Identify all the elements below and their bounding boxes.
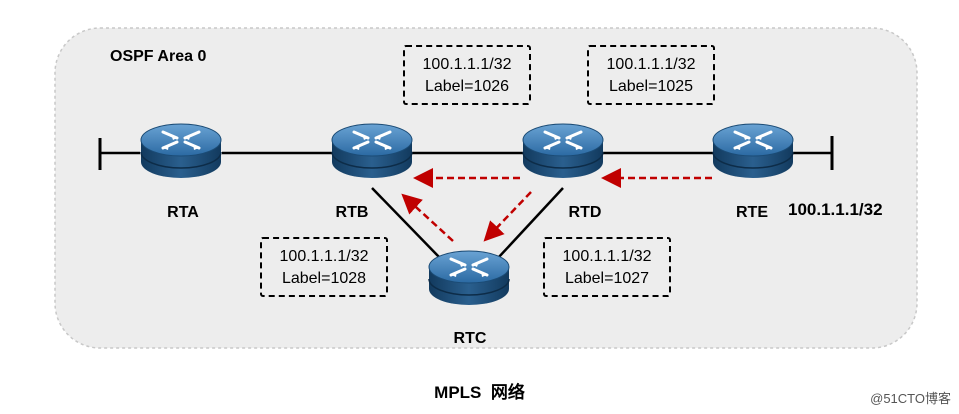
- router-icon-rtc: [427, 249, 511, 307]
- label-box-prefix: 100.1.1.1/32: [279, 248, 369, 265]
- area-title: OSPF Area 0: [110, 48, 207, 65]
- destination-prefix: 100.1.1.1/32: [788, 200, 883, 219]
- label-box-label: Label=1027: [564, 270, 650, 287]
- label-box-label: Label=1028: [281, 270, 367, 287]
- router-label-rtc: RTC: [453, 330, 487, 347]
- label-box-rtc: 100.1.1.1/32 Label=1027: [543, 237, 671, 297]
- router-label-rte: RTE: [736, 204, 768, 221]
- link-rtd-rtc: [497, 187, 564, 259]
- router-icon-rtb: [330, 122, 414, 180]
- label-box-label: Label=1025: [608, 78, 694, 95]
- router-label-rtb: RTB: [335, 204, 369, 221]
- label-box-prefix: 100.1.1.1/32: [422, 56, 512, 73]
- label-box-rtb: 100.1.1.1/32 Label=1026: [403, 45, 531, 105]
- router-icon-rta: [139, 122, 223, 180]
- router-label-rta: RTA: [167, 204, 199, 221]
- router-icon-rte: [711, 122, 795, 180]
- router-icon-rtd: [521, 122, 605, 180]
- diagram-caption: MPLS 网络: [434, 383, 525, 402]
- label-box-prefix: 100.1.1.1/32: [562, 248, 652, 265]
- watermark: @51CTO博客: [870, 391, 951, 406]
- label-box-rtd: 100.1.1.1/32 Label=1025: [587, 45, 715, 105]
- label-box-rtb-via-rtc: 100.1.1.1/32 Label=1028: [260, 237, 388, 297]
- ospf-area-background: [54, 27, 918, 349]
- router-label-rtd: RTD: [568, 204, 602, 221]
- link-rtb-rtc: [371, 187, 441, 259]
- label-box-prefix: 100.1.1.1/32: [606, 56, 696, 73]
- label-box-label: Label=1026: [424, 78, 510, 95]
